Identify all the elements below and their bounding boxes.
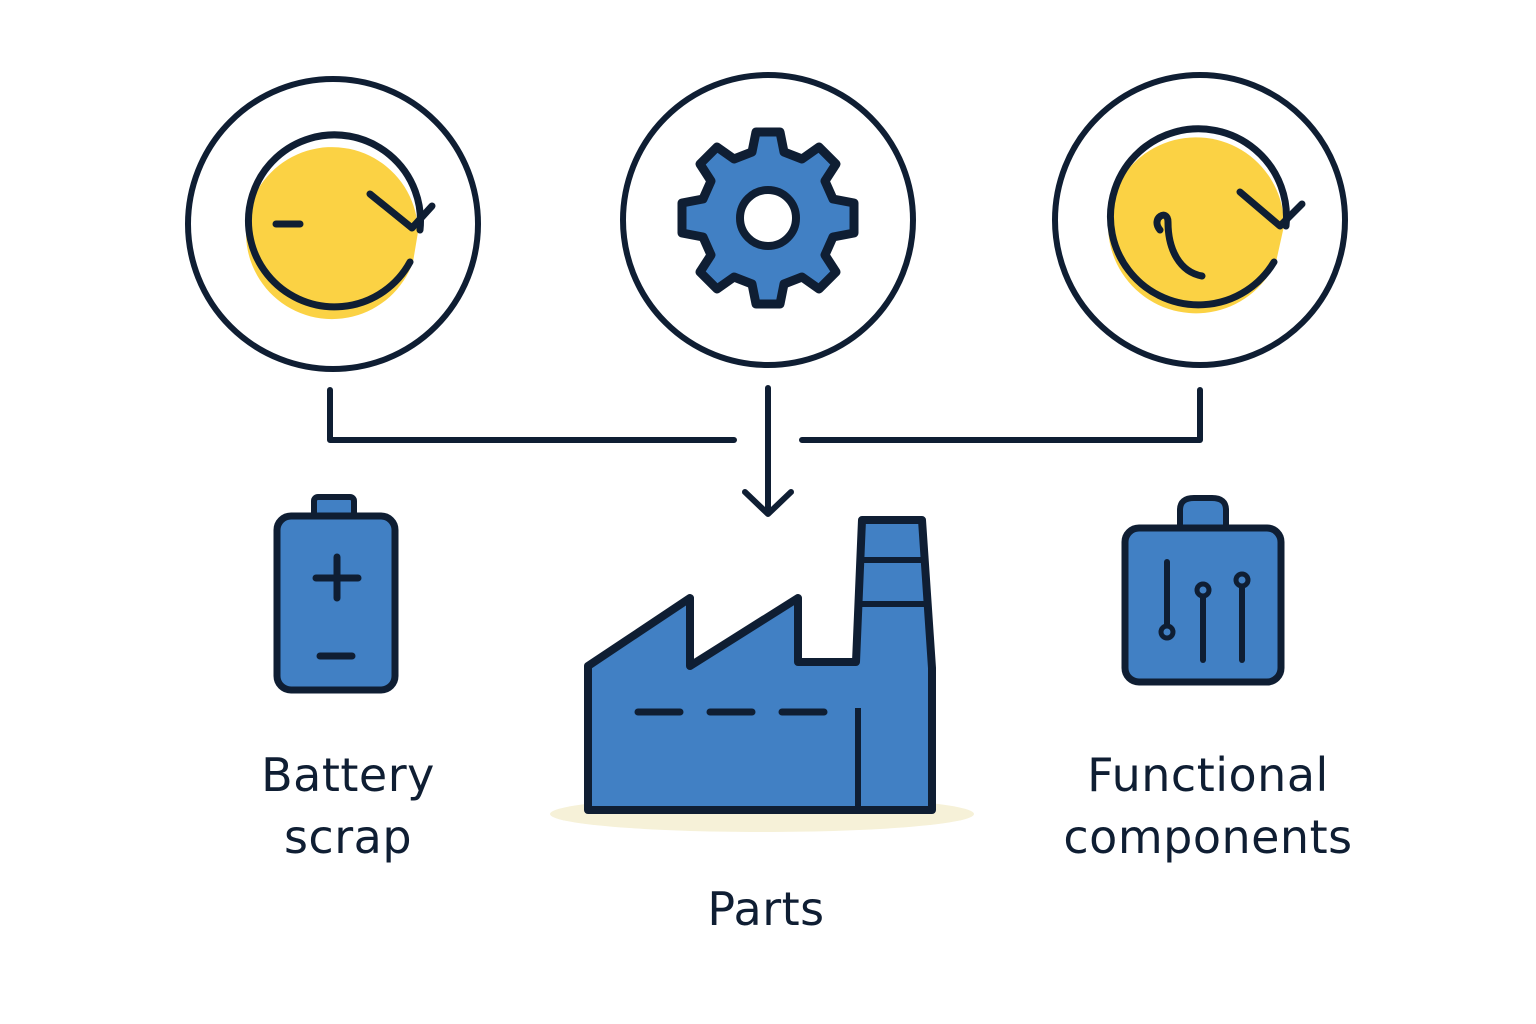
battery-body: [273, 512, 399, 694]
connector-lines: [327, 385, 1203, 517]
circuit-nodes: [1158, 571, 1251, 641]
arrow-head-left: [366, 190, 436, 232]
gear-circle: [620, 72, 916, 368]
connector-left: [327, 387, 737, 443]
connector-right: [799, 387, 1203, 443]
gear-hole: [736, 186, 800, 250]
label-parts: Parts: [616, 878, 916, 940]
gear-icon: [677, 127, 859, 309]
loop-stroke-left: [245, 131, 424, 311]
factory-building: [584, 516, 936, 814]
label-functional-components: Functional components: [1008, 744, 1408, 868]
label-parts-text: Parts: [707, 882, 825, 936]
factory-icon: [550, 516, 974, 832]
outer-ring-center: [620, 72, 916, 368]
label-battery-scrap: Battery scrap: [198, 744, 498, 868]
yellow-disc-right: [1108, 137, 1285, 314]
battery-icon: [273, 494, 399, 694]
outer-ring-right: [1052, 72, 1348, 368]
label-functional-line1: Functional: [1087, 748, 1329, 802]
outer-ring-left: [185, 76, 481, 372]
loop-stroke-right: [1107, 125, 1290, 309]
circuit-module-icon: [1121, 495, 1285, 686]
label-functional-line2: components: [1063, 810, 1353, 864]
down-arrow-head: [742, 489, 794, 517]
recycle-right-icon: [1052, 72, 1348, 368]
recycle-left-icon: [185, 76, 481, 372]
hook-mark-right: [1153, 211, 1206, 280]
chimney-bands: [860, 557, 926, 607]
label-battery-line1: Battery: [261, 748, 435, 802]
label-battery-line2: scrap: [283, 810, 413, 864]
module-tab: [1177, 495, 1229, 533]
arrow-head-right: [1236, 188, 1306, 230]
circuit-traces: [1164, 559, 1245, 663]
yellow-disc-left: [246, 147, 418, 320]
